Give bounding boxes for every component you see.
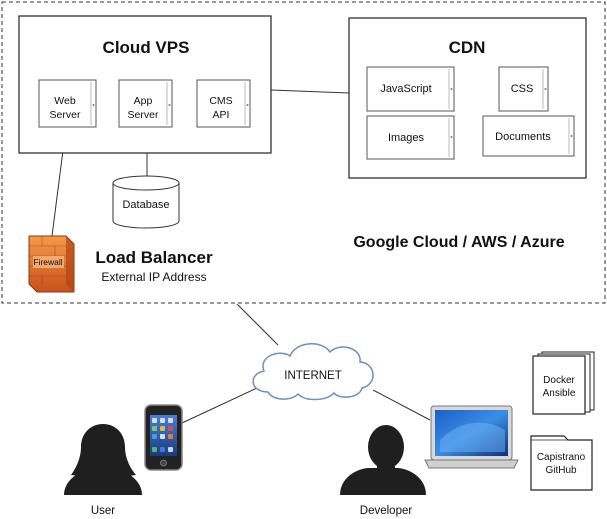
database-label: Database [122, 199, 169, 211]
developer-silhouette-icon [340, 425, 426, 495]
ansible-label: Ansible [543, 388, 576, 399]
app-server-label-2: Server [128, 109, 159, 121]
web-server-node: Web Server [38, 79, 97, 128]
cloud-vps-title: Cloud VPS [103, 38, 190, 57]
internet-laptop-link [372, 389, 431, 421]
docker-label: Docker [543, 375, 575, 386]
web-server-label-1: Web [54, 95, 76, 107]
cdn-css-node: CSS [498, 66, 549, 112]
developer-label: Developer [360, 505, 413, 517]
vps-cdn-link [270, 89, 350, 94]
cdn-documents-label: Documents [495, 131, 551, 143]
internet-phone-link [181, 387, 258, 424]
cdn-documents-node: Documents [482, 115, 575, 157]
load-balancer-subtitle: External IP Address [101, 270, 206, 284]
cdn-javascript-node: JavaScript [366, 66, 455, 112]
cloud-internet-link [236, 303, 279, 346]
internet-label: INTERNET [284, 370, 342, 382]
user-label: User [91, 505, 115, 517]
github-label: GitHub [545, 465, 577, 476]
capistrano-github-folder: Capistrano GitHub [530, 435, 593, 491]
capistrano-label: Capistrano [537, 452, 586, 463]
app-server-label-1: App [134, 95, 153, 107]
web-server-label-2: Server [50, 109, 81, 121]
cdn-images-label: Images [388, 132, 425, 144]
laptop-icon [424, 405, 519, 469]
cloud-provider-label: Google Cloud / AWS / Azure [353, 234, 564, 251]
smartphone-icon [144, 404, 183, 471]
app-server-node: App Server [118, 79, 173, 128]
database-node: Database [112, 175, 180, 229]
cdn-title: CDN [449, 38, 486, 57]
docker-ansible-box: Docker Ansible [532, 351, 595, 415]
firewall-icon: Firewall [28, 235, 75, 293]
cdn-css-label: CSS [511, 83, 534, 95]
cloud-provider-boundary [1, 1, 606, 304]
cms-api-node: CMS API [196, 79, 251, 128]
cdn-images-node: Images [366, 115, 455, 160]
cms-api-label-2: API [213, 109, 230, 121]
internet-cloud-icon: INTERNET [252, 343, 374, 401]
cms-api-label-1: CMS [209, 95, 232, 107]
firewall-label: Firewall [33, 257, 62, 267]
user-silhouette-icon [64, 424, 142, 495]
load-balancer-title: Load Balancer [95, 248, 213, 267]
cdn-javascript-label: JavaScript [380, 83, 431, 95]
